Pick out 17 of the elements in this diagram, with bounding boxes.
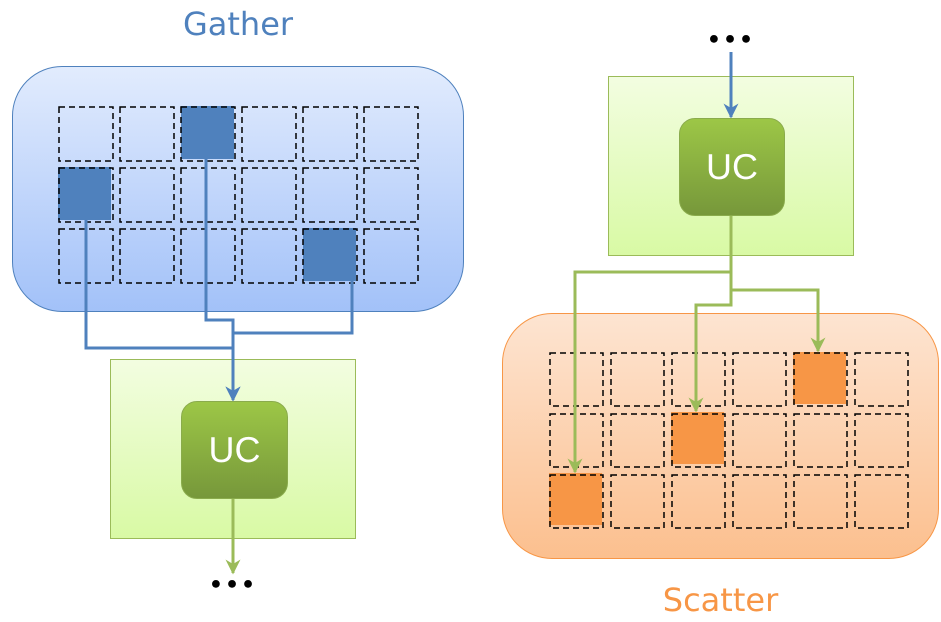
unit-box: UC — [181, 401, 288, 499]
filled-cell — [181, 106, 234, 159]
panel-title: Scatter — [662, 581, 780, 620]
filled-cell — [671, 412, 724, 464]
unit-box: UC — [679, 118, 785, 216]
panel-title: Gather — [182, 5, 294, 44]
filled-cell — [58, 167, 111, 220]
ellipsis: ••• — [703, 28, 759, 52]
filled-cell — [303, 228, 356, 281]
filled-cell — [549, 473, 602, 525]
arrow — [226, 280, 354, 402]
ellipsis: ••• — [205, 573, 261, 597]
filled-cell — [793, 352, 846, 404]
arrow — [226, 498, 240, 574]
arrow — [724, 52, 738, 118]
frame-box — [110, 359, 356, 539]
frame-box — [608, 76, 854, 256]
